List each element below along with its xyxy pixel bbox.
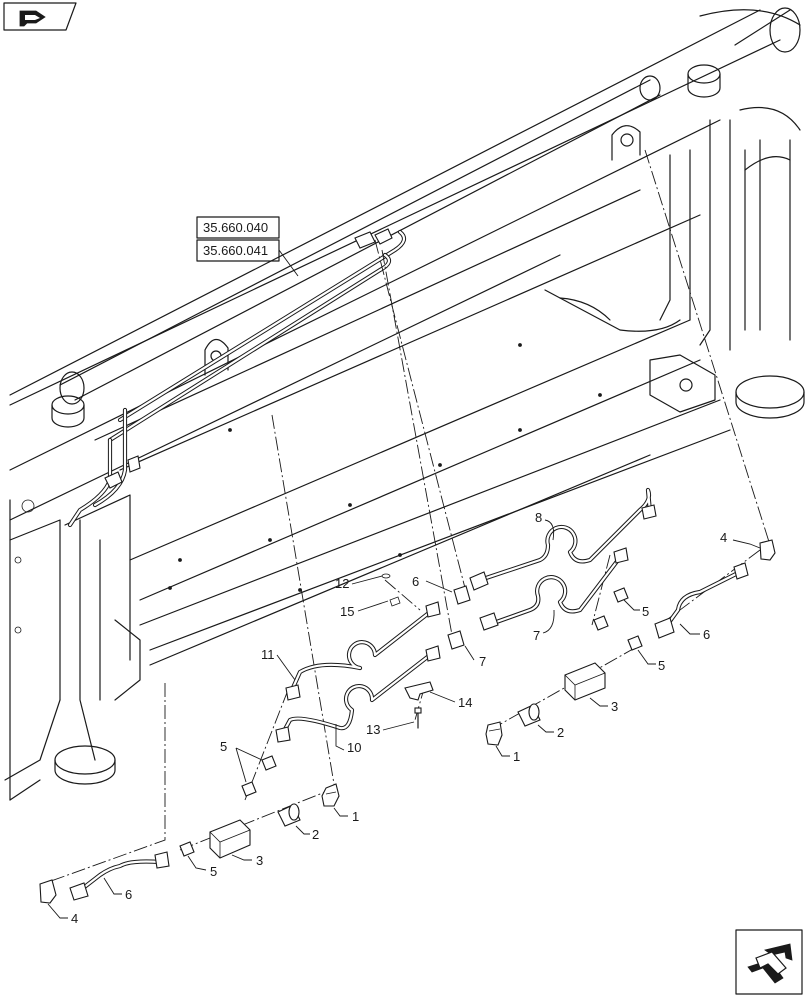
nut-15 [389, 596, 401, 607]
nut-5-b [241, 781, 257, 797]
elbow-fitting-1-left [321, 783, 340, 807]
callout-9: 8 [535, 510, 542, 525]
elbow-fitting-4-right [759, 539, 776, 561]
previous-page-icon[interactable] [3, 2, 77, 31]
callout-3-left-leader [231, 854, 252, 861]
reference-box-1[interactable]: 35.660.040 [196, 216, 280, 239]
callout-6-right-leader [679, 623, 700, 635]
callout-7-upper-leader [425, 580, 453, 593]
callout-12-leader [382, 721, 415, 731]
callout-14: 14 [458, 695, 472, 710]
callout-4-left: 4 [71, 911, 78, 926]
reference-box-1-label: 35.660.040 [203, 220, 268, 235]
callout-5-a: 5 [220, 739, 227, 754]
callout-1-right-leader [495, 745, 510, 757]
next-page-icon[interactable] [735, 929, 803, 995]
reference-box-2-label: 35.660.041 [203, 243, 268, 258]
hydraulic-hose-6-right [654, 562, 749, 639]
callout-3-right-leader [589, 697, 608, 707]
header-frame [4, 7, 805, 801]
nut-5-d [593, 615, 609, 631]
washer-13 [381, 573, 391, 579]
callout-3-right: 3 [611, 699, 618, 714]
callout-2-right-leader [537, 724, 554, 733]
callout-5-c: 5 [642, 604, 649, 619]
callout-8: 7 [533, 628, 540, 643]
callout-10-leader [335, 724, 345, 751]
callout-4-right: 4 [720, 530, 727, 545]
callout-13-leader [351, 575, 383, 585]
nut-5-f [613, 587, 629, 603]
callout-6-left: 6 [125, 887, 132, 902]
reference-leader [278, 249, 299, 277]
nut-5-c [179, 841, 195, 857]
callout-15-leader [357, 600, 389, 612]
adapter-2-left [277, 803, 301, 827]
elbow-fitting-1-right [485, 721, 503, 746]
callout-12: 13 [366, 722, 380, 737]
hydraulic-hose-6-left [69, 851, 170, 901]
callout-5-b: 5 [210, 864, 217, 879]
hydraulic-hose-10 [275, 645, 441, 743]
adapter-2-right [517, 703, 541, 727]
callout-5-a-leader [235, 747, 263, 783]
callout-6-right: 6 [703, 627, 710, 642]
callout-13: 12 [335, 576, 349, 591]
callout-11: 11 [261, 647, 275, 662]
callout-5-b-leader [187, 855, 207, 871]
callout-5-d: 5 [658, 658, 665, 673]
callout-2-right: 2 [557, 725, 564, 740]
callout-5-c-leader [623, 599, 640, 611]
callout-15: 15 [340, 604, 354, 619]
callout-7-upper: 6 [412, 574, 419, 589]
callout-9-leader [544, 519, 555, 541]
tee-block-3-right [564, 662, 606, 701]
bolt-12 [414, 707, 422, 729]
callout-10: 10 [347, 740, 361, 755]
callout-1-right: 1 [513, 749, 520, 764]
elbow-fitting-4-left [39, 879, 57, 904]
hydraulic-hose-9 [469, 487, 657, 591]
hydraulic-hose-8 [479, 547, 629, 631]
callout-14-leader [429, 691, 456, 703]
nut-5-e [627, 635, 643, 651]
callout-1-left: 1 [352, 809, 359, 824]
hydraulic-hose-11 [289, 601, 441, 693]
assembly-center-lines [39, 149, 771, 886]
callout-8-leader [542, 609, 555, 634]
nut-5-a [261, 755, 277, 771]
callout-7-lower-leader [464, 645, 475, 661]
callout-1-left-leader [333, 807, 348, 817]
tee-block-3-left [209, 819, 251, 859]
reference-box-2[interactable]: 35.660.041 [196, 239, 280, 262]
callout-11-leader [276, 654, 296, 681]
callout-2-left: 2 [312, 827, 319, 842]
callout-2-left-leader [295, 825, 310, 835]
clamp-14 [404, 681, 434, 701]
connector-7-lower [447, 630, 465, 650]
callout-5-d-leader [637, 649, 656, 665]
callout-6-left-leader [103, 877, 122, 895]
callout-4-right-leader [732, 539, 761, 549]
connector-7-upper [453, 585, 471, 605]
callout-4-left-leader [47, 903, 68, 919]
callout-7-lower: 7 [479, 654, 486, 669]
beam-hydraulic-lines [67, 228, 407, 528]
callout-3-left: 3 [256, 853, 263, 868]
